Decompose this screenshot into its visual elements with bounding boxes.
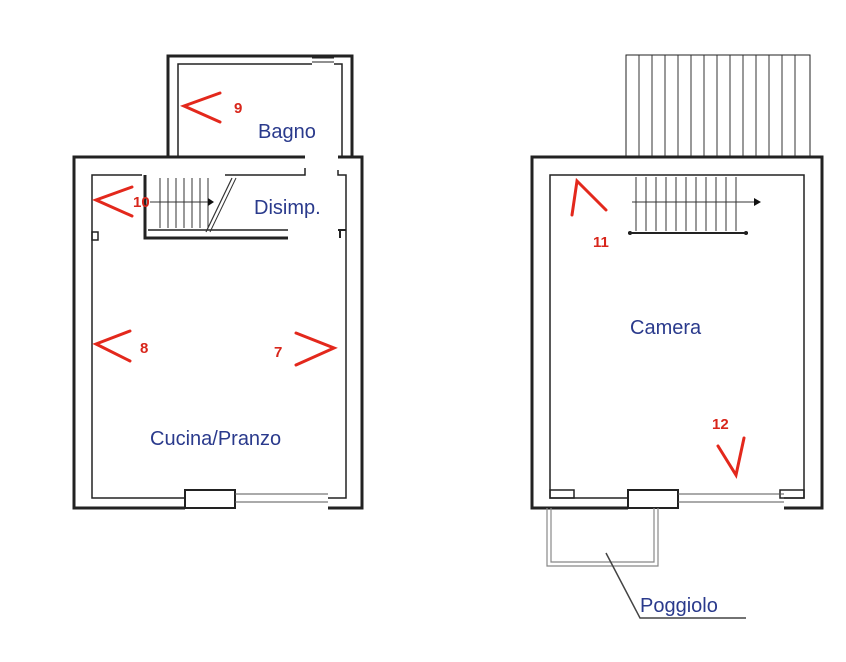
viewpoint-12-icon (716, 436, 746, 479)
viewpoint-10-icon (91, 185, 134, 218)
viewpoint-10-label: 10 (133, 194, 150, 211)
room-label-poggiolo: Poggiolo (640, 595, 718, 617)
viewpoint-8-label: 8 (140, 340, 148, 357)
viewpoint-8-icon (92, 329, 132, 363)
viewpoint-11-icon (570, 177, 608, 217)
stair-partition (143, 175, 288, 240)
ground-outer-walls (72, 155, 364, 510)
bathroom-walls (166, 54, 354, 157)
ground-window-frame (184, 489, 236, 509)
viewpoint-9-label: 9 (234, 100, 242, 117)
ground-inner-walls (91, 168, 347, 499)
viewpoint-12-label: 12 (712, 416, 729, 433)
ground-stairs (150, 177, 237, 233)
viewpoint-7-icon (294, 331, 338, 367)
room-label-camera: Camera (630, 317, 702, 339)
upper-stairs (628, 177, 761, 235)
viewpoint-11-label: 11 (593, 234, 609, 251)
room-label-bagno: Bagno (258, 121, 316, 143)
room-label-disimpegno: Disimp. (254, 197, 321, 219)
poggiolo-leader-line (605, 552, 746, 619)
upper-outer-walls (530, 155, 824, 510)
upper-window-frame (627, 489, 679, 509)
external-stair-hatch (625, 54, 811, 158)
balcony (546, 508, 746, 619)
viewpoint-9-icon (179, 91, 222, 124)
bathroom-inner-walls (177, 63, 343, 157)
ground-floor-plan: Bagno Disimp. Cucina/Pranzo 9 10 8 7 (72, 54, 364, 510)
viewpoint-7-label: 7 (274, 344, 282, 361)
room-label-cucina-pranzo: Cucina/Pranzo (150, 428, 281, 450)
upper-floor-plan: Camera Poggiolo 11 12 (530, 54, 824, 619)
